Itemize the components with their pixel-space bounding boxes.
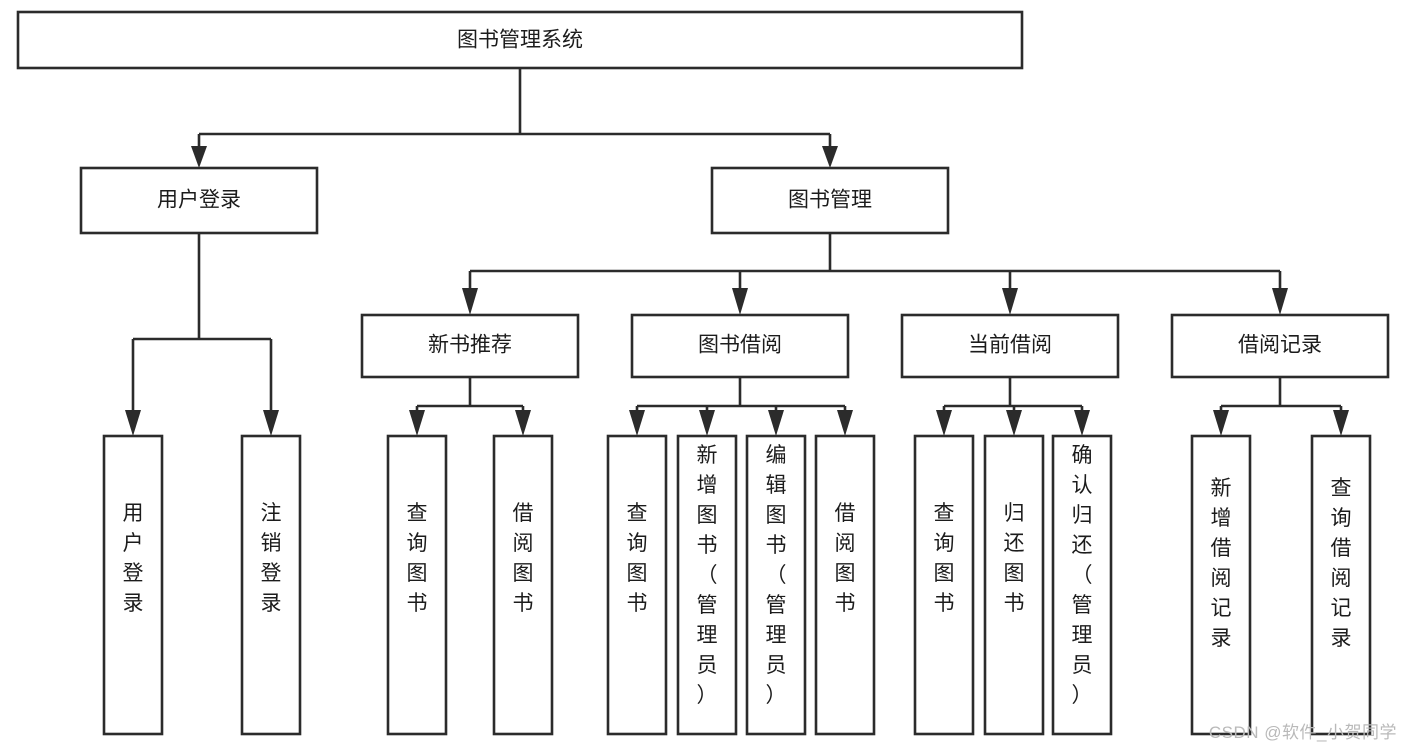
node-current-borrow-label: 当前借阅	[968, 334, 1052, 357]
leaf-box-current-borrow-3[interactable]	[1051, 434, 1113, 736]
leaf-box-book-borrow-2[interactable]	[676, 434, 738, 736]
leaf-box-borrow-record-1[interactable]	[1190, 434, 1252, 736]
node-root[interactable]: 图书管理系统	[16, 10, 1024, 70]
arrowhead-leaf-bb-2	[699, 410, 715, 436]
node-borrow-record[interactable]: 借阅记录	[1170, 313, 1390, 379]
leaf-node[interactable]: 注销登录	[240, 434, 302, 736]
node-book-borrow-label: 图书借阅	[698, 334, 782, 357]
arrowhead-leaf-nb-1	[409, 410, 425, 436]
leaf-node[interactable]: 归还图书	[983, 434, 1045, 736]
leaf-label-new-book-1: 查询图书	[407, 502, 428, 615]
leaf-label-book-borrow-2: 新增图书（管理员）	[697, 444, 718, 707]
leaf-node[interactable]: 查询图书	[913, 434, 975, 736]
leaf-node[interactable]: 借阅图书	[492, 434, 554, 736]
leaf-box-book-borrow-1[interactable]	[606, 434, 668, 736]
node-book-borrow-box[interactable]	[630, 313, 850, 379]
leaf-box-book-borrow-4[interactable]	[814, 434, 876, 736]
node-user-login-box[interactable]	[79, 166, 319, 235]
leaf-box-user-login-1[interactable]	[102, 434, 164, 736]
node-user-login[interactable]: 用户登录	[79, 166, 319, 235]
leaf-box-current-borrow-1[interactable]	[913, 434, 975, 736]
leaf-label-book-borrow-3: 编辑图书（管理员）	[766, 444, 787, 707]
leaf-box-new-book-1[interactable]	[386, 434, 448, 736]
connectors-root-to-level2	[191, 68, 838, 168]
leaf-box-borrow-record-2[interactable]	[1310, 434, 1372, 736]
leaf-label-current-borrow-2: 归还图书	[1004, 502, 1025, 615]
leaf-node[interactable]: 查询借阅记录	[1310, 434, 1372, 736]
leaf-node[interactable]: 借阅图书	[814, 434, 876, 736]
arrowhead-leaf-bb-3	[768, 410, 784, 436]
arrowhead-leaf-cb-3	[1074, 410, 1090, 436]
leaf-node[interactable]: 编辑图书（管理员）	[745, 434, 807, 736]
leaf-label-book-borrow-1: 查询图书	[627, 502, 648, 615]
arrowhead-leaf-cb-2	[1006, 410, 1022, 436]
node-user-login-label: 用户登录	[157, 189, 241, 212]
node-book-borrow[interactable]: 图书借阅	[630, 313, 850, 379]
node-book-manage-box[interactable]	[710, 166, 950, 235]
arrowhead-to-book-borrow	[732, 288, 748, 315]
leaf-node[interactable]: 新增借阅记录	[1190, 434, 1252, 736]
arrowhead-leaf-cb-1	[936, 410, 952, 436]
arrowhead-leaf-bb-4	[837, 410, 853, 436]
leaf-label-borrow-record-1: 新增借阅记录	[1211, 477, 1232, 650]
leaf-box-current-borrow-2[interactable]	[983, 434, 1045, 736]
leaf-label-book-borrow-4: 借阅图书	[835, 502, 856, 615]
node-book-manage[interactable]: 图书管理	[710, 166, 950, 235]
arrowhead-leaf-nb-2	[515, 410, 531, 436]
leaf-node[interactable]: 查询图书	[386, 434, 448, 736]
leaf-label-new-book-2: 借阅图书	[513, 502, 534, 615]
leaf-label-user-login-2: 注销登录	[261, 502, 282, 615]
leaf-label-current-borrow-3: 确认归还（管理员）	[1072, 444, 1093, 707]
arrowhead-to-borrow-record	[1272, 288, 1288, 315]
leaf-label-current-borrow-1: 查询图书	[934, 502, 955, 615]
node-borrow-record-label: 借阅记录	[1238, 334, 1322, 357]
connectors-userlogin-to-leaves	[125, 233, 279, 436]
leaf-node[interactable]: 确认归还（管理员）	[1051, 434, 1113, 736]
arrowhead-leaf-br-2	[1333, 410, 1349, 436]
node-current-borrow[interactable]: 当前借阅	[900, 313, 1120, 379]
node-current-borrow-box[interactable]	[900, 313, 1120, 379]
node-book-manage-label: 图书管理	[788, 189, 872, 212]
leaf-node[interactable]: 新增图书（管理员）	[676, 434, 738, 736]
arrowhead-leaf-bb-1	[629, 410, 645, 436]
leaf-node[interactable]: 查询图书	[606, 434, 668, 736]
leaf-box-new-book-2[interactable]	[492, 434, 554, 736]
arrowhead-to-user-login	[191, 146, 207, 168]
leaf-box-book-borrow-3[interactable]	[745, 434, 807, 736]
node-root-label: 图书管理系统	[457, 29, 583, 52]
node-root-box[interactable]	[16, 10, 1024, 70]
leaf-node[interactable]: 用户登录	[102, 434, 164, 736]
node-borrow-record-box[interactable]	[1170, 313, 1390, 379]
connectors-newbook-to-leaves	[409, 377, 531, 436]
arrowhead-to-book-manage	[822, 146, 838, 168]
arrowhead-leaf-ul-1	[125, 410, 141, 436]
leaf-label-borrow-record-2: 查询借阅记录	[1331, 477, 1352, 650]
connectors-currentborrow-to-leaves	[936, 377, 1090, 436]
arrowhead-leaf-ul-2	[263, 410, 279, 436]
connectors-bookmanage-to-level3	[462, 233, 1288, 315]
connectors-bookborrow-to-leaves	[629, 377, 853, 436]
leaf-box-user-login-2[interactable]	[240, 434, 302, 736]
node-new-book-recommend-box[interactable]	[360, 313, 580, 379]
arrowhead-to-new-book	[462, 288, 478, 315]
node-new-book-recommend-label: 新书推荐	[428, 334, 512, 357]
leaf-label-user-login-1: 用户登录	[123, 502, 144, 615]
connectors-borrowrecord-to-leaves	[1213, 377, 1349, 436]
arrowhead-to-current-borrow	[1002, 288, 1018, 315]
arrowhead-leaf-br-1	[1213, 410, 1229, 436]
node-new-book-recommend[interactable]: 新书推荐	[360, 313, 580, 379]
